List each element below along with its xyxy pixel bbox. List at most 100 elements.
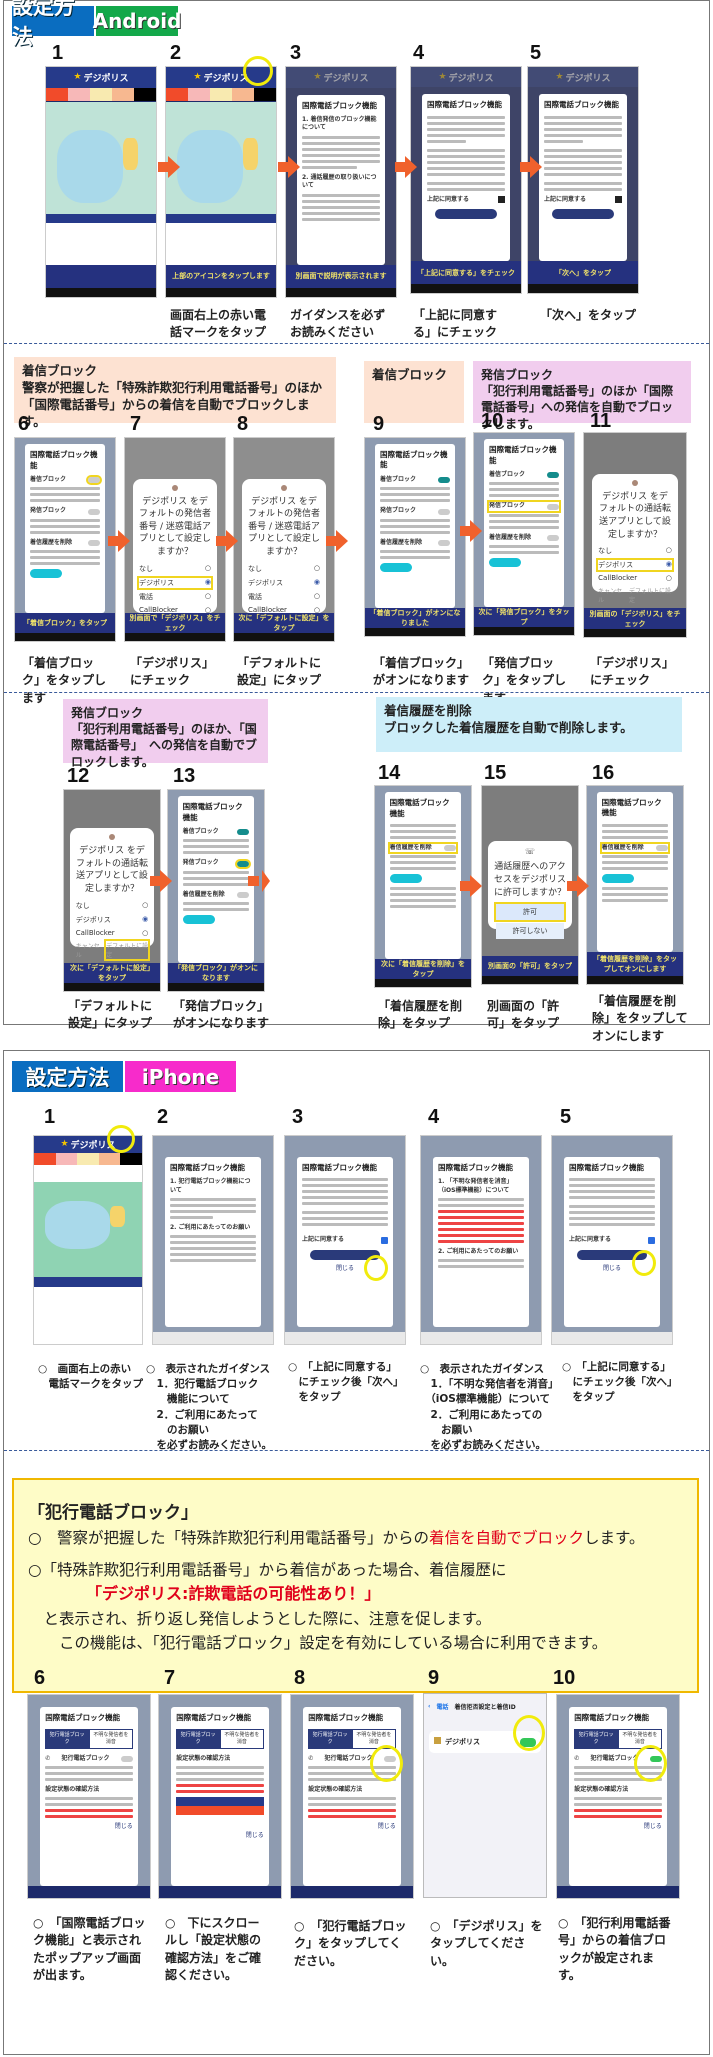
close-button[interactable]: 閉じる — [602, 1264, 621, 1272]
option-none[interactable]: なし — [75, 901, 90, 910]
sheet-title: 国際電話ブロック機能 — [182, 802, 243, 822]
tab-crime-block[interactable]: 犯行電話ブロック — [45, 1728, 89, 1749]
agree-checkbox[interactable] — [615, 196, 622, 204]
delete-history-label: 着信履歴を削除 — [182, 890, 225, 898]
tab-silence-unknown[interactable]: 不明な発信者を消音 — [220, 1728, 264, 1749]
step-caption: 「デフォルトに設定」にタップ — [237, 656, 322, 688]
instruction-bar: 別画面で「デジポリス」をチェック — [125, 612, 225, 633]
notice-highlight: 着信を自動でブロック — [429, 1529, 585, 1548]
tab-crime-block[interactable]: 犯行電話ブロック — [308, 1728, 352, 1749]
screenshot-step-13: 国際電話ブロック機能 着信ブロック 発信ブロック 着信履歴を削除 「発信ブロック… — [167, 789, 265, 992]
step-caption: ○ 「デジポリス」をタップしてください。 — [430, 1919, 543, 1968]
option-callblocker[interactable]: CallBlocker — [75, 928, 115, 937]
option-app[interactable]: デジポリス — [248, 578, 283, 587]
agree-checkbox[interactable] — [648, 1236, 655, 1244]
next-button[interactable] — [577, 1249, 647, 1260]
crime-block-label: 犯行電話ブロック — [61, 1754, 110, 1762]
delete-history-toggle[interactable] — [444, 845, 457, 852]
close-button[interactable]: 閉じる — [335, 1264, 354, 1272]
cancel-button[interactable]: キャンセル — [598, 588, 623, 605]
close-button[interactable]: 閉じる — [377, 1823, 396, 1831]
outgoing-block-toggle[interactable] — [235, 858, 252, 869]
delete-history-label: 着信履歴を削除 — [380, 538, 423, 546]
step-caption: ○ 「国際電話ブロック機能」と表示されたポップアップ画面が出ます。 — [33, 1916, 146, 1983]
section-divider — [4, 1450, 709, 1451]
delete-history-toggle[interactable] — [237, 891, 250, 898]
box-title: 着信履歴を削除 — [384, 703, 472, 718]
iphone-header: 設定方法 iPhone — [12, 1061, 236, 1092]
set-default-button[interactable]: デフォルトに設定 — [628, 588, 671, 605]
incoming-block-label: 着信ブロック — [182, 828, 219, 836]
agree-checkbox[interactable] — [498, 196, 505, 204]
option-app[interactable]: デジポリス — [598, 561, 634, 570]
option-none[interactable]: なし — [598, 547, 613, 556]
instruction-bar: 次に「デフォルトに設定」をタップ — [234, 612, 334, 633]
tab-silence-unknown[interactable]: 不明な発信者を消音 — [352, 1728, 396, 1749]
star-icon: ★ — [193, 72, 202, 83]
outgoing-block-toggle[interactable] — [438, 508, 450, 515]
option-none[interactable]: なし — [248, 564, 262, 573]
box-body: 「犯行利用電話番号」のほか、「国際電話番号」 への発信を自動でブロックします。 — [71, 722, 258, 769]
step-caption: 「上記に同意する」にチェック — [413, 308, 498, 340]
step-caption: 「着信ブロック」がオンになります — [373, 656, 470, 688]
sheet-title: 国際電話ブロック機能 — [544, 100, 619, 110]
back-chevron-icon[interactable]: ‹ — [428, 1703, 431, 1710]
step-number: 2 — [157, 1106, 169, 1128]
screenshot-step-8: デジポリス をデフォルトの発信者番号 / 迷惑電話アプリとして設定しますか？ な… — [233, 437, 335, 642]
incoming-block-toggle[interactable] — [86, 475, 102, 486]
next-button[interactable] — [435, 209, 497, 219]
crime-block-sheet: 国際電話ブロック機能 犯行電話ブロック不明な発信者を消音 設定状態の確認方法 閉… — [171, 1707, 269, 1886]
option-app[interactable]: デジポリス — [75, 915, 111, 924]
tab-crime-block[interactable]: 犯行電話ブロック — [176, 1728, 220, 1749]
close-button[interactable]: 閉じる — [114, 1823, 133, 1831]
option-callblocker[interactable]: CallBlocker — [248, 605, 287, 614]
iphone-platform-label: iPhone — [125, 1061, 236, 1092]
screenshot-step-10: 国際電話ブロック機能 着信ブロック 発信ブロック 着信履歴を削除 次に「発信ブロ… — [473, 432, 575, 636]
set-default-button[interactable]: デフォルトに設定 — [104, 938, 151, 961]
outgoing-block-toggle[interactable] — [547, 503, 559, 510]
guidance-sheet: 国際電話ブロック機能 1. 「不明な発信者を消音」（iOS標準機能）について 2… — [433, 1156, 529, 1328]
option-phone[interactable]: 電話 — [139, 592, 153, 601]
delete-history-toggle[interactable] — [547, 535, 559, 542]
close-button[interactable]: 閉じる — [643, 1823, 662, 1831]
option-phone[interactable]: 電話 — [248, 592, 262, 601]
instruction-bar: 「着信ブロック」をタップ — [15, 612, 115, 633]
crime-block-toggle[interactable] — [120, 1755, 133, 1762]
sheet-title: 国際電話ブロック機能 — [574, 1713, 650, 1723]
outgoing-block-toggle[interactable] — [88, 508, 100, 515]
crime-block-label: 犯行電話ブロック — [324, 1754, 373, 1762]
close-button[interactable]: 閉じる — [245, 1832, 264, 1840]
step-caption: ○ 「上記に同意する」 にチェック後「次へ」 をタップ — [562, 1361, 678, 1404]
default-app-dialog: デジポリス をデフォルトの通話転送アプリとして設定しますか？ なし○ デジポリス… — [69, 828, 155, 961]
instruction-bar: 「発信ブロック」がオンになります — [168, 962, 264, 983]
next-button[interactable] — [552, 209, 614, 219]
delete-history-toggle[interactable] — [656, 845, 669, 852]
option-none[interactable]: なし — [139, 564, 153, 573]
next-button[interactable] — [310, 1249, 380, 1260]
app-icon — [172, 484, 178, 491]
option-callblocker[interactable]: CallBlocker — [598, 574, 638, 583]
outgoing-block-info-box: 発信ブロック 「犯行利用電話番号」のほか「国際電話番号」への発信を自動でブロック… — [473, 361, 691, 431]
agree-label: 上記に同意する — [302, 1236, 345, 1244]
step-caption: 「着信履歴を削除」をタップ — [378, 999, 463, 1031]
incoming-block-toggle[interactable] — [438, 477, 450, 484]
cancel-button[interactable]: キャンセル — [75, 942, 100, 959]
screenshot-step-11: デジポリス をデフォルトの通話転送アプリとして設定しますか？ なし○ デジポリス… — [583, 432, 687, 638]
incoming-block-toggle[interactable] — [547, 472, 559, 479]
step-caption: 「着信ブロック」をタップします — [22, 656, 107, 705]
delete-history-toggle[interactable] — [88, 540, 100, 547]
tab-silence-unknown[interactable]: 不明な発信者を消音 — [89, 1728, 133, 1749]
arrow-right-icon — [150, 870, 172, 892]
option-callblocker[interactable]: CallBlocker — [139, 605, 178, 614]
agree-checkbox[interactable] — [381, 1236, 388, 1244]
back-button[interactable]: 電話 — [436, 1704, 449, 1711]
dialog-question: デジポリス をデフォルトの通話転送アプリとして設定しますか？ — [598, 491, 671, 540]
incoming-block-toggle[interactable] — [237, 829, 250, 836]
dialog-question: デジポリス をデフォルトの発信者番号 / 迷惑電話アプリとして設定しますか？ — [139, 496, 212, 557]
delete-history-toggle[interactable] — [438, 539, 450, 546]
option-app[interactable]: デジポリス — [139, 578, 174, 587]
deny-button[interactable]: 許可しない — [495, 923, 565, 940]
tab-crime-block[interactable]: 犯行電話ブロック — [574, 1728, 618, 1749]
allow-button[interactable]: 許可 — [493, 902, 567, 923]
delete-history-label: 着信履歴を削除 — [489, 533, 532, 541]
